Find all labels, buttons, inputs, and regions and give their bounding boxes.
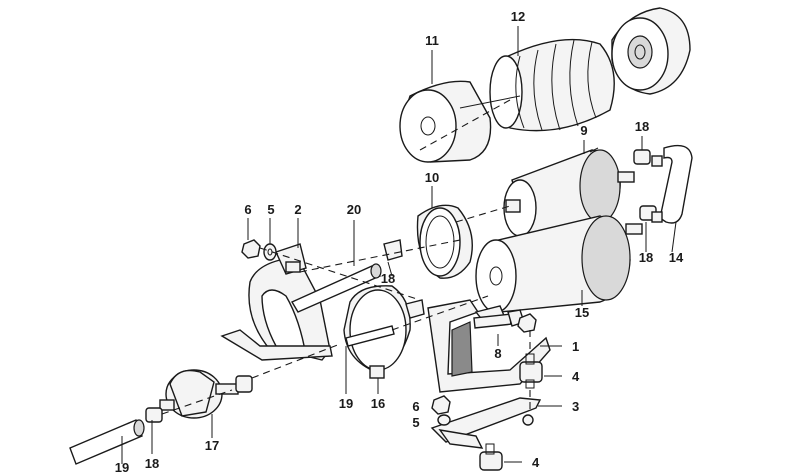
part-labels: 11 12 9 18 10 6 5 2 20 18 18 14 15 8 1 4… — [115, 9, 684, 473]
label-11: 11 — [425, 33, 439, 48]
part-11-sleeve — [399, 80, 492, 163]
label-18-lower: 18 — [145, 456, 159, 471]
label-4-upper: 4 — [572, 369, 580, 384]
label-8: 8 — [494, 346, 501, 361]
label-6-upper: 6 — [244, 202, 251, 217]
part-18-hose-clips — [633, 149, 663, 223]
part-14-hose — [659, 144, 693, 224]
label-2: 2 — [294, 202, 301, 217]
part-4-mount-upper — [519, 353, 543, 389]
part-3-lower-bracket — [430, 397, 542, 449]
label-15: 15 — [575, 305, 589, 320]
part-4-mount-lower — [479, 443, 503, 471]
part-end-cap — [611, 7, 691, 95]
label-6-lower: 6 — [412, 399, 419, 414]
part-10-ring — [416, 204, 473, 279]
clip-18-mid — [405, 299, 425, 319]
label-5-upper: 5 — [267, 202, 274, 217]
label-16: 16 — [371, 396, 385, 411]
assembly-lines — [161, 99, 531, 415]
label-1: 1 — [572, 339, 579, 354]
label-19-middle: 19 — [339, 396, 353, 411]
washer-5-upper — [263, 243, 277, 261]
part-20-rod — [290, 263, 382, 313]
nut-6-upper — [241, 239, 261, 259]
label-3: 3 — [572, 399, 579, 414]
label-17: 17 — [205, 438, 219, 453]
label-5-lower: 5 — [412, 415, 419, 430]
label-9: 9 — [580, 123, 587, 138]
label-4-lower: 4 — [532, 455, 540, 470]
part-19-rod — [345, 325, 395, 347]
label-20: 20 — [347, 202, 361, 217]
part-15-fuel-pump-lower — [475, 215, 643, 313]
part-12-bellows — [459, 38, 615, 132]
part-2-bracket — [220, 243, 333, 361]
clip-18-lower — [145, 407, 163, 423]
label-19-lower: 19 — [115, 460, 129, 473]
label-14: 14 — [669, 250, 684, 265]
clip-18-upper — [383, 239, 403, 261]
washer-5-lower — [437, 414, 451, 426]
label-18-right: 18 — [639, 250, 653, 265]
label-18-middle: 18 — [381, 271, 395, 286]
part-17-filter — [159, 369, 253, 419]
label-18-top-right: 18 — [635, 119, 649, 134]
part-19-hose — [69, 419, 145, 465]
nut-top-right — [517, 313, 537, 333]
leader-lines — [121, 26, 677, 464]
label-12: 12 — [511, 9, 525, 24]
nut-6-lower — [431, 395, 451, 415]
label-10: 10 — [425, 170, 439, 185]
